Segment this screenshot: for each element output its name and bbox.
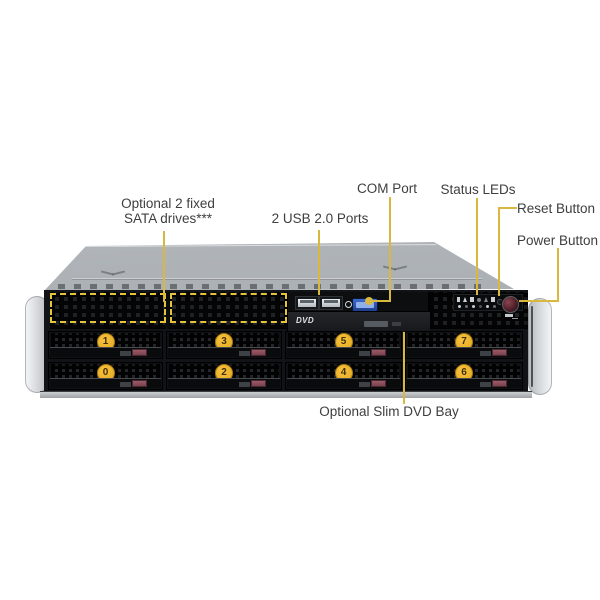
callout-line-reset-h bbox=[498, 207, 517, 209]
dvd-eject-button bbox=[364, 321, 388, 327]
bay-tray-edge bbox=[50, 378, 161, 388]
callout-line-usb bbox=[318, 230, 320, 295]
dvd-indicator bbox=[392, 322, 401, 326]
drive-bay: 6 bbox=[405, 362, 523, 390]
led bbox=[493, 305, 496, 308]
usb-port-1 bbox=[295, 296, 319, 310]
callout-line-power-h bbox=[519, 300, 559, 302]
label-usb-ports: 2 USB 2.0 Ports bbox=[271, 211, 369, 226]
handle-grip bbox=[531, 306, 533, 387]
drive-bay: 2 bbox=[166, 362, 282, 390]
hdd-icon bbox=[477, 298, 481, 302]
drive-bay: 3 bbox=[166, 331, 282, 359]
slim-dvd-bay: DVD bbox=[288, 311, 430, 332]
label-power-button: Power Button bbox=[517, 233, 599, 248]
sata-highlight-box-1 bbox=[50, 293, 166, 323]
callout-line-com-v bbox=[389, 197, 391, 302]
usb-connector-icon bbox=[298, 299, 316, 307]
tray-release-latch bbox=[251, 380, 266, 387]
led bbox=[472, 305, 475, 308]
label-status-leds: Status LEDs bbox=[440, 182, 516, 197]
alert-icon bbox=[463, 297, 467, 302]
vent-seam bbox=[165, 292, 169, 329]
label-sata-drives: Optional 2 fixed SATA drives*** bbox=[121, 196, 215, 226]
indicator-icon bbox=[345, 301, 352, 308]
tray-release-latch bbox=[132, 380, 147, 387]
lid-vent-slots bbox=[58, 284, 486, 289]
drive-bay: 7 bbox=[405, 331, 523, 359]
tray-release-latch bbox=[492, 349, 507, 356]
com-connector-icon bbox=[356, 302, 374, 308]
bay-tray-edge bbox=[287, 347, 400, 357]
bay-tray-edge bbox=[50, 347, 161, 357]
bay-tray-edge bbox=[168, 378, 280, 388]
tray-release-latch bbox=[251, 349, 266, 356]
status-led-icons bbox=[457, 297, 495, 302]
lid-emboss-right bbox=[382, 263, 408, 273]
label-com-port: COM Port bbox=[356, 181, 418, 196]
bay-tray-edge bbox=[407, 347, 521, 357]
drive-bay: 5 bbox=[285, 331, 402, 359]
status-leds bbox=[458, 305, 496, 308]
power-button bbox=[502, 296, 519, 313]
chassis-bottom-lip bbox=[40, 391, 532, 398]
tray-block bbox=[239, 351, 250, 356]
led bbox=[465, 305, 468, 308]
tray-block bbox=[239, 382, 250, 387]
uid-marks bbox=[505, 314, 513, 317]
lid-seam-shadow bbox=[72, 279, 482, 280]
sata-highlight-box-2 bbox=[170, 293, 287, 323]
front-io-panel: DVD bbox=[287, 292, 430, 332]
drive-bay: 1 bbox=[48, 331, 163, 359]
nic-icon bbox=[470, 297, 474, 302]
drive-bay: 0 bbox=[48, 362, 163, 390]
bay-tray-edge bbox=[407, 378, 521, 388]
callout-line-dvd bbox=[403, 332, 405, 404]
bay-number-badge: 5 bbox=[334, 333, 353, 351]
temp-icon bbox=[484, 297, 488, 302]
led bbox=[458, 305, 461, 308]
bay-number-badge: 1 bbox=[96, 333, 115, 351]
callout-line-status bbox=[476, 198, 478, 295]
callout-line-reset-v bbox=[498, 207, 500, 296]
tray-release-latch bbox=[492, 380, 507, 387]
tray-block bbox=[120, 382, 131, 387]
callout-dot-com bbox=[365, 297, 373, 305]
callout-line-com-h bbox=[371, 300, 391, 302]
tray-block bbox=[359, 382, 370, 387]
lid-emboss-left bbox=[100, 268, 126, 278]
tray-block bbox=[480, 382, 491, 387]
dvd-logo: DVD bbox=[296, 316, 315, 325]
tray-release-latch bbox=[132, 349, 147, 356]
tray-block bbox=[480, 351, 491, 356]
usb-connector-icon bbox=[322, 299, 340, 307]
power-led-icon bbox=[491, 297, 495, 302]
callout-line-sata bbox=[163, 231, 165, 302]
lid-seam bbox=[72, 278, 482, 279]
callout-line-power-v bbox=[557, 248, 559, 302]
tray-block bbox=[120, 351, 131, 356]
label-dvd-bay: Optional Slim DVD Bay bbox=[319, 404, 459, 419]
bay-tray-edge bbox=[168, 347, 280, 357]
usb-port-2 bbox=[319, 296, 343, 310]
led bbox=[486, 305, 489, 308]
rack-handle-right bbox=[528, 298, 552, 395]
info-icon bbox=[457, 297, 460, 302]
drive-bay: 4 bbox=[285, 362, 402, 390]
tray-release-latch bbox=[371, 349, 386, 356]
bay-tray-edge bbox=[287, 378, 400, 388]
tray-block bbox=[359, 351, 370, 356]
label-reset-button: Reset Button bbox=[517, 201, 596, 216]
tray-release-latch bbox=[371, 380, 386, 387]
led bbox=[479, 305, 482, 308]
